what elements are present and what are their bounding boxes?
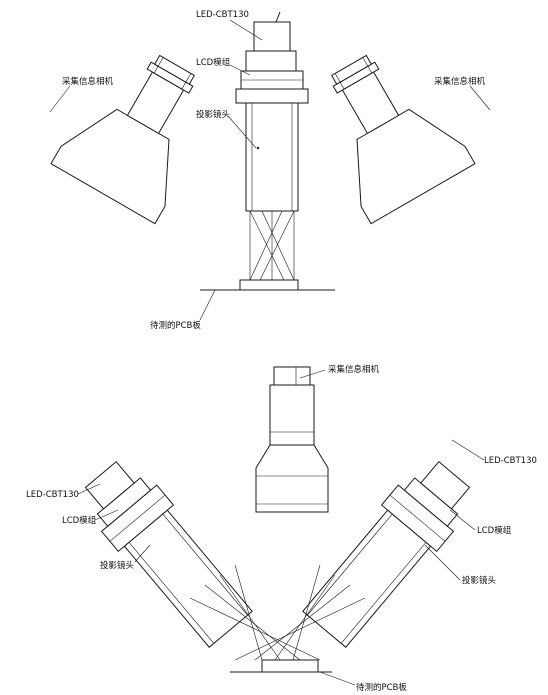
label-led-left: LED-CBT130	[26, 490, 79, 500]
top-pcb-board	[200, 279, 335, 291]
bottom-left-projector	[84, 460, 253, 648]
bottom-center-camera	[255, 366, 329, 513]
leader-pcb-top	[199, 289, 216, 321]
leader-lcd-left	[94, 509, 119, 521]
leader-camera-right-top	[469, 85, 491, 111]
bottom-right-projector	[302, 460, 471, 648]
label-pcb-top: 待测的PCB板	[150, 320, 201, 331]
label-led-top: LED-CBT130	[196, 10, 249, 20]
leader-camera-left-top	[49, 85, 71, 113]
label-camera-right-top: 采集信息相机	[434, 76, 486, 87]
label-lcd-left: LCD模组	[62, 515, 97, 526]
label-lcd-right: LCD模组	[477, 525, 512, 536]
top-right-camera	[330, 54, 476, 225]
leader-pcb-bottom	[319, 671, 356, 686]
bottom-figure	[77, 366, 485, 686]
leader-led-top	[229, 19, 263, 41]
bottom-light-rays	[189, 564, 366, 661]
leader-lcd-right	[449, 509, 476, 531]
label-camera-left-top: 采集信息相机	[62, 76, 114, 87]
label-lens-left: 投影镜头	[100, 560, 135, 571]
top-projection-lens	[245, 102, 299, 212]
top-figure	[49, 11, 491, 321]
leader-lens-left	[134, 544, 151, 563]
top-light-rays	[249, 210, 295, 281]
leader-lens-right	[424, 544, 461, 581]
leader-led-right	[451, 439, 485, 461]
leader-led-left	[77, 483, 101, 495]
top-led-module	[235, 11, 309, 104]
label-lens-right: 投影镜头	[462, 575, 497, 586]
label-led-right: LED-CBT130	[484, 456, 537, 466]
leader-camera-bottom	[299, 369, 326, 379]
label-pcb-bottom: 待测的PCB板	[356, 682, 407, 693]
label-camera-bottom: 采集信息相机	[328, 364, 380, 375]
label-lens-top: 投影镜头	[196, 109, 231, 120]
label-lcd-top: LCD模组	[196, 57, 231, 68]
bottom-pcb-board	[230, 659, 332, 673]
top-left-camera	[50, 54, 196, 225]
leader-lcd-top	[229, 64, 251, 76]
leader-lens-top	[227, 115, 257, 149]
